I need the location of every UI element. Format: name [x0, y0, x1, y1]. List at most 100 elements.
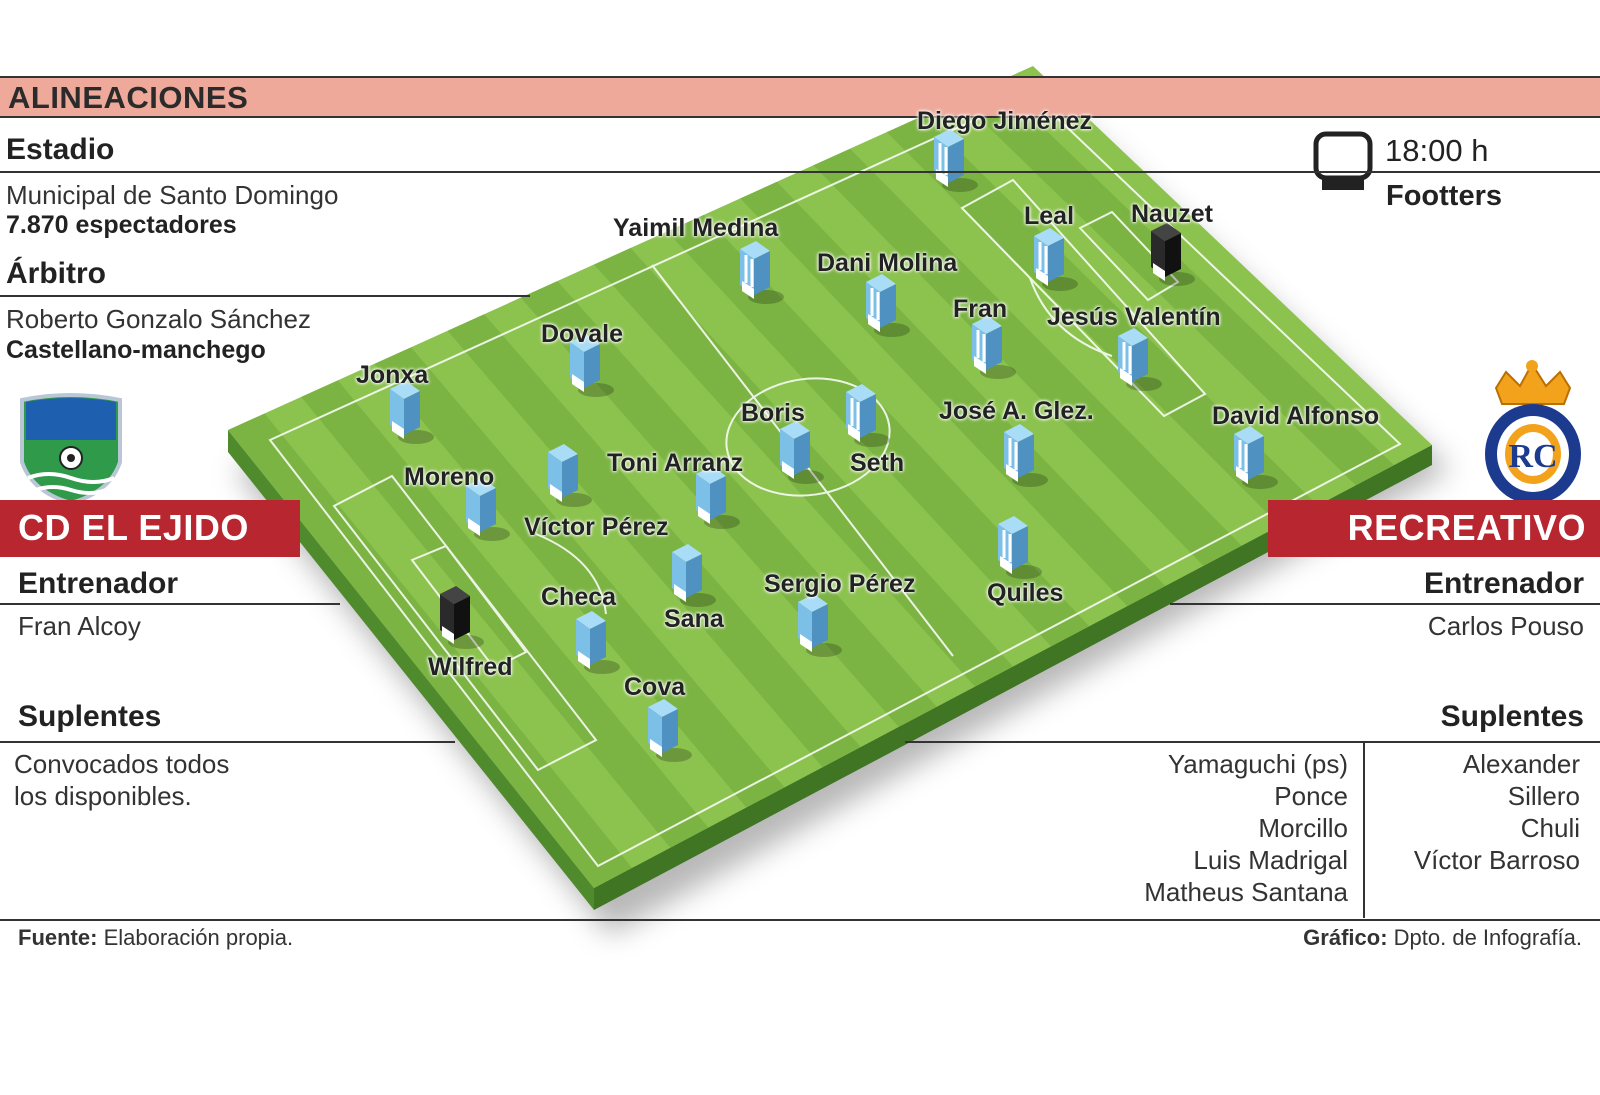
footer-source: Fuente: Elaboración propia. [18, 925, 293, 951]
tv-icon [1313, 131, 1373, 190]
home-player-figure [798, 594, 842, 657]
away-sub-name: Luis Madrigal [1193, 845, 1348, 875]
home-subs-line-1: Convocados todos [14, 749, 230, 779]
pitch-stripe [520, 281, 937, 727]
home-subs-divider [0, 741, 455, 743]
home-player-name: Víctor Pérez [524, 513, 669, 541]
home-player-figure [696, 466, 740, 529]
header-banner [0, 76, 1600, 118]
pitch-stripe [374, 347, 785, 808]
home-player-name: Wilfred [428, 653, 513, 681]
home-team-name: CD EL EJIDO [18, 507, 249, 548]
home-player-name: Jonxa [356, 361, 429, 389]
match-time: 18:00 h [1385, 133, 1489, 168]
away-player-name: Seth [850, 449, 905, 477]
away-coach-divider [1170, 603, 1600, 605]
referee-divider [0, 295, 530, 297]
home-player-figure [576, 611, 620, 674]
home-coach-divider [0, 603, 340, 605]
away-sub-name: Alexander [1462, 749, 1580, 779]
away-sub-name: Ponce [1274, 781, 1348, 811]
page-title: ALINEACIONES [8, 80, 249, 115]
away-player-name: Diego Jiménez [917, 107, 1093, 135]
away-player-figure [866, 274, 910, 337]
away-sub-name: Yamaguchi (ps) [1167, 749, 1348, 779]
away-sub-name: Morcillo [1258, 813, 1348, 843]
away-player-figure [1234, 426, 1278, 489]
away-player-name: David Alfonso [1212, 402, 1380, 430]
home-player-figure [780, 421, 824, 484]
away-player-name: Nauzet [1131, 200, 1213, 228]
referee-region: Castellano-manchego [6, 336, 266, 364]
home-player-name: Checa [541, 583, 617, 611]
recreativo-crest-icon: RC [1485, 360, 1581, 504]
footer-graphic-label: Gráfico: [1303, 925, 1388, 950]
pitch-stripe [228, 413, 633, 888]
recreativo-monogram: RC [1508, 438, 1557, 475]
referee-name: Roberto Gonzalo Sánchez [6, 304, 311, 334]
away-team-bar [1268, 500, 1600, 557]
home-coach-name: Fran Alcoy [18, 611, 141, 641]
away-player-name: Fran [953, 295, 1008, 323]
broadcast-channel: Footters [1386, 180, 1502, 212]
home-subs-line-2: los disponibles. [14, 781, 192, 811]
home-player-figure [390, 381, 434, 444]
goalkeeper-figure [1151, 223, 1195, 286]
home-player-figure [672, 544, 716, 607]
away-player-figure [1034, 228, 1078, 291]
home-player-name: Boris [741, 399, 805, 427]
away-subs-divider [905, 741, 1600, 743]
home-player-name: Sana [664, 605, 724, 633]
away-player-name: José A. Glez. [939, 397, 1094, 425]
home-team-bar [0, 500, 300, 557]
home-player-figure [548, 444, 592, 507]
footer-source-text: Elaboración propia. [103, 925, 294, 950]
stadium-label: Estadio [6, 133, 115, 166]
stadium-divider [0, 171, 1600, 173]
away-sub-name: Chuli [1520, 813, 1580, 843]
el-ejido-crest-icon [20, 393, 122, 506]
away-player-figure [998, 516, 1042, 579]
home-player-figure [648, 699, 692, 762]
away-team-name: RECREATIVO [1347, 507, 1586, 548]
pitch-stripe [959, 82, 1394, 486]
pitch-stripe [740, 181, 1166, 607]
pitch-side-right [594, 445, 1432, 910]
away-player-name: Leal [1024, 202, 1075, 230]
home-player-name: Dovale [541, 320, 623, 348]
pitch-stripe [813, 148, 1242, 566]
footer-graphic-text: Dpto. de Infografía. [1393, 925, 1582, 950]
away-player-figure [1004, 424, 1048, 487]
away-subs-label: Suplentes [1440, 700, 1584, 733]
home-player-name: Toni Arranz [607, 449, 744, 477]
stadium-name: Municipal de Santo Domingo [6, 180, 339, 210]
pitch-stripe [886, 115, 1318, 526]
away-player-figure [934, 129, 978, 192]
away-player-name: Jesús Valentín [1047, 303, 1221, 331]
pitch-side-left [228, 430, 594, 910]
away-coach-name: Carlos Pouso [1427, 611, 1584, 641]
away-player-figure [972, 316, 1016, 379]
pitch-stripe [447, 314, 861, 768]
away-player-figure [1118, 328, 1162, 391]
home-player-figure [466, 478, 510, 541]
pitch-stripe [667, 214, 1090, 647]
away-player-name: Dani Molina [817, 249, 958, 277]
home-player-name: Sergio Pérez [764, 570, 916, 598]
away-player-figure [846, 384, 890, 447]
away-sub-name: Matheus Santana [1144, 877, 1348, 907]
pitch-stripes [228, 82, 1394, 888]
footer-source-label: Fuente: [18, 925, 98, 950]
away-sub-name: Víctor Barroso [1413, 845, 1580, 875]
pitch-stripe [301, 380, 709, 848]
stadium-attendance: 7.870 espectadores [6, 211, 237, 239]
home-player-name: Cova [624, 673, 686, 701]
home-player-name: Moreno [404, 463, 495, 491]
away-sub-name: Sillero [1507, 781, 1580, 811]
home-subs-label: Suplentes [18, 700, 162, 733]
home-player-figure [570, 334, 614, 397]
footer-divider [0, 919, 1600, 921]
away-coach-label: Entrenador [1423, 567, 1584, 600]
referee-label: Árbitro [6, 257, 106, 290]
